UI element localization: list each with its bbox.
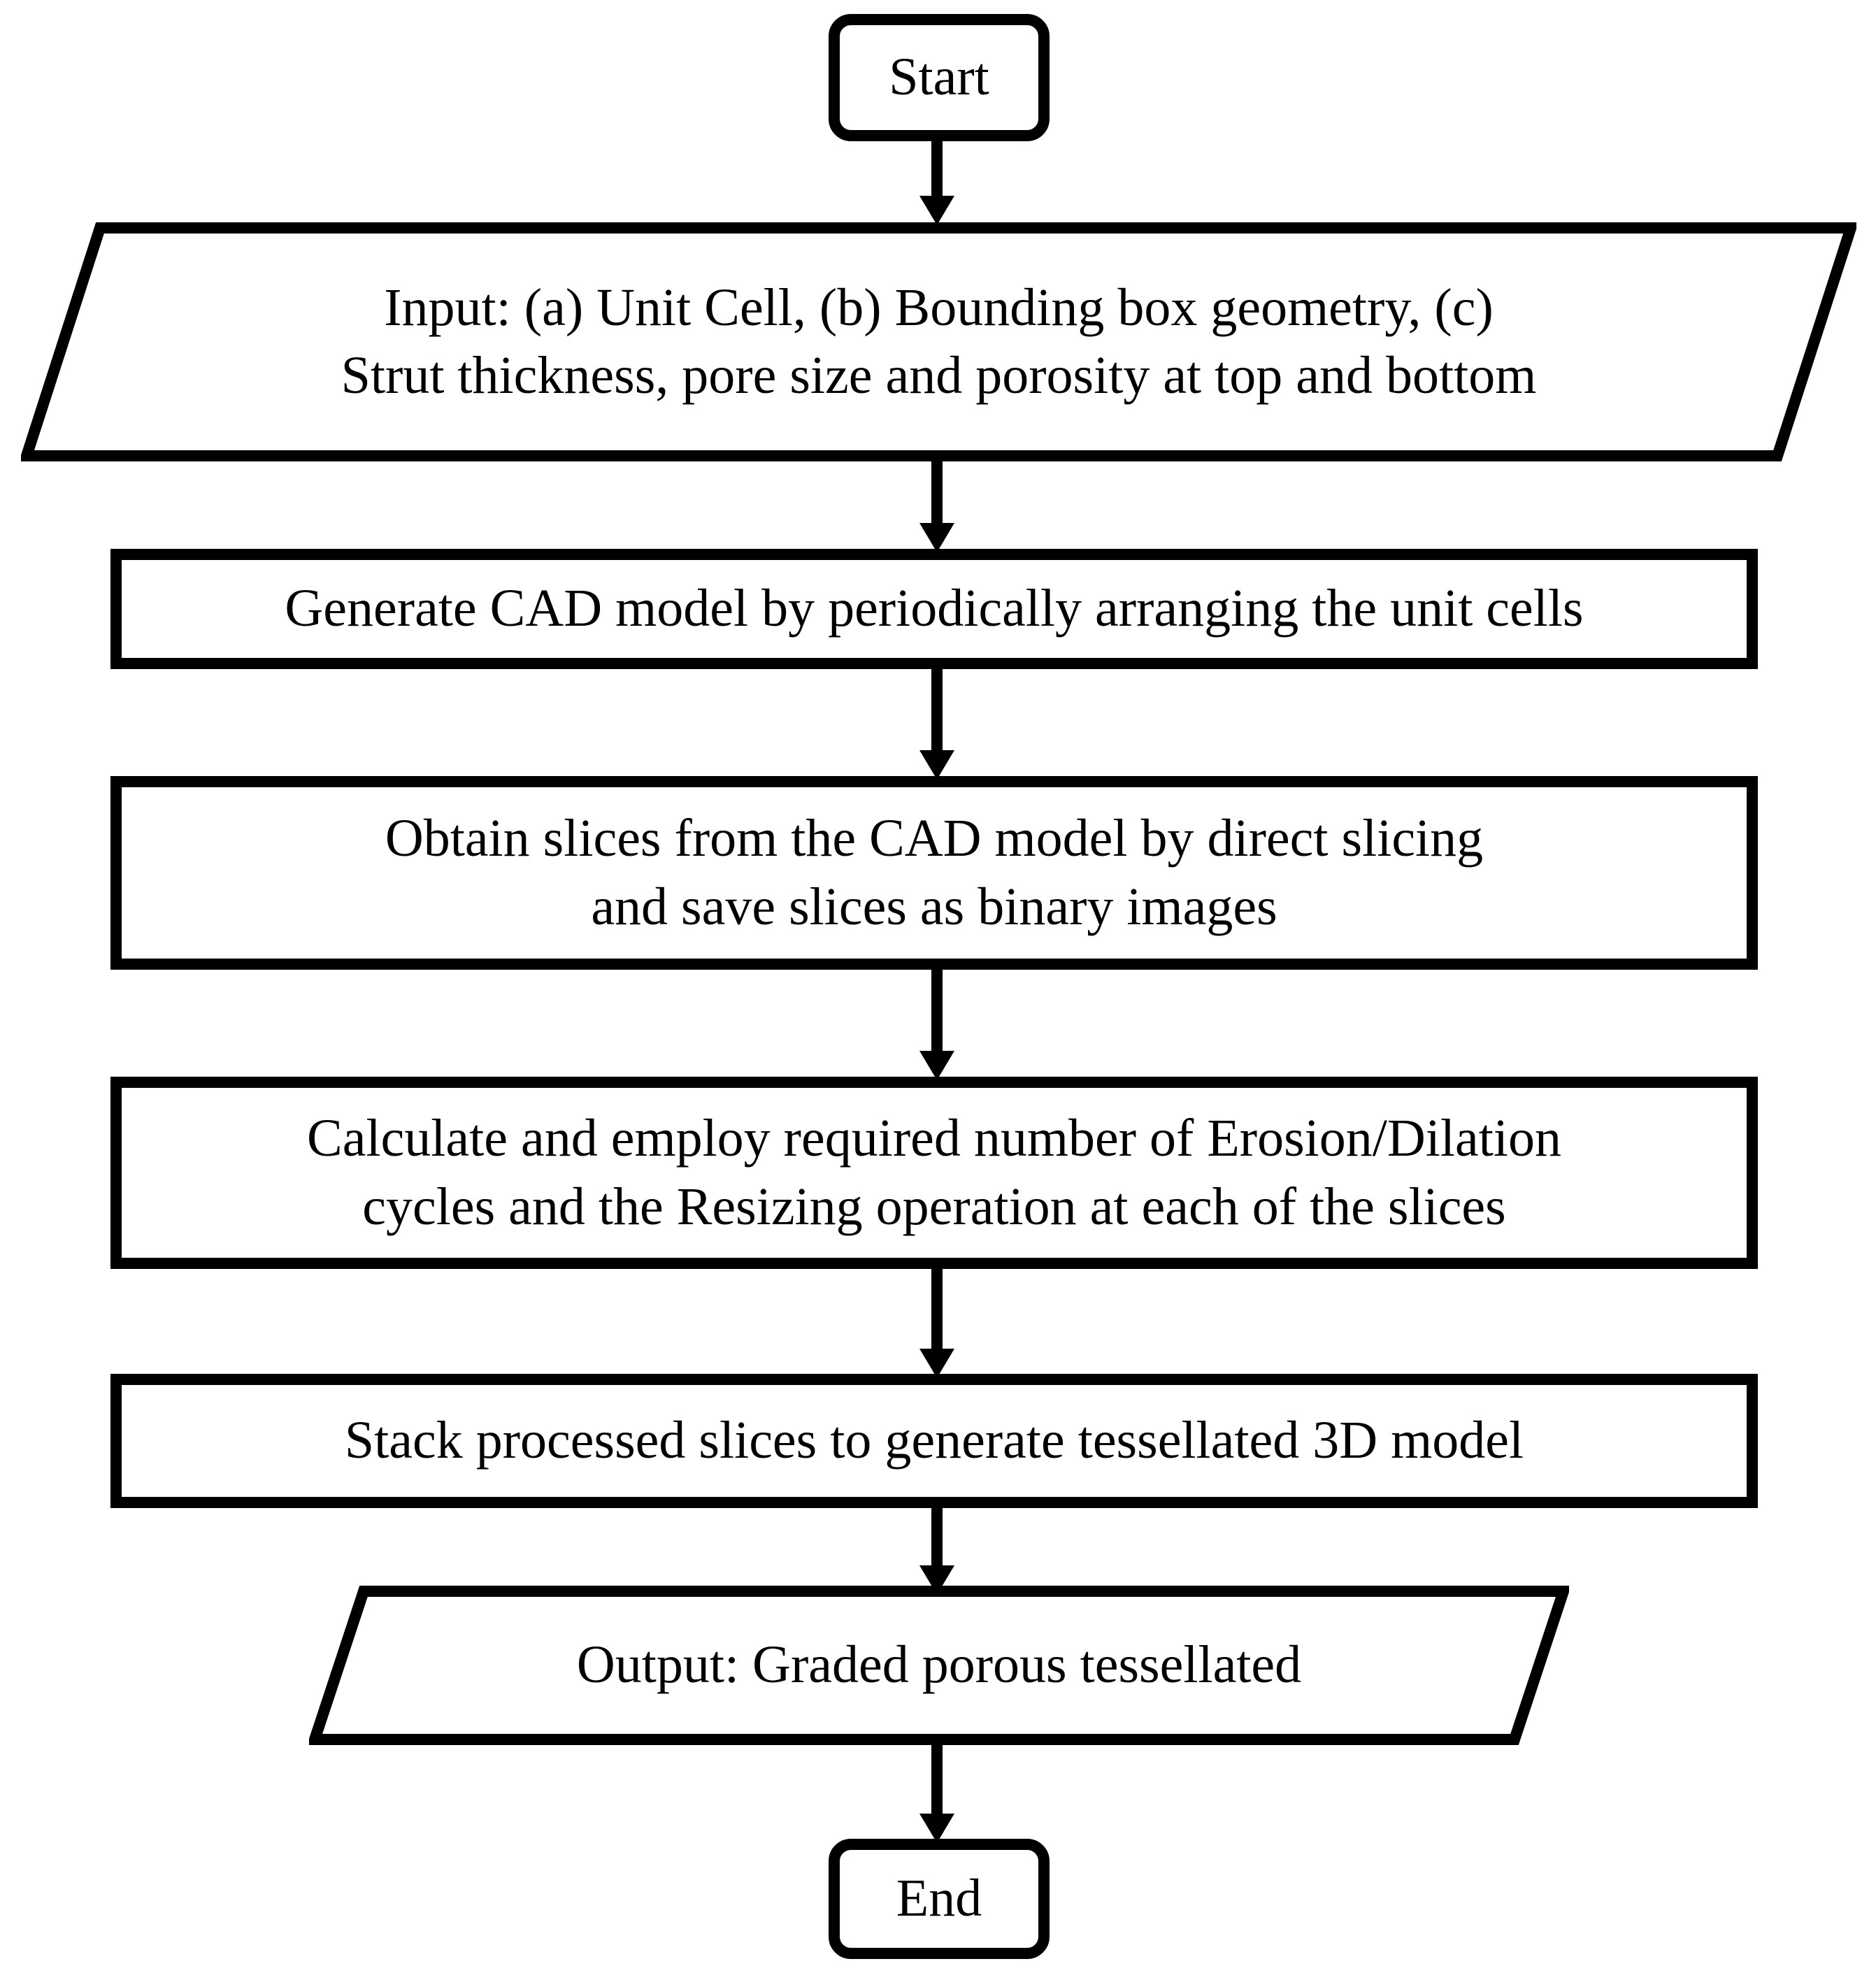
node-step1-label: Generate CAD model by periodically arran…	[285, 579, 1584, 638]
node-step2-label: Obtain slices from the CAD model by dire…	[385, 809, 1484, 936]
connector-step3-to-step4	[917, 1265, 957, 1378]
parallelogram-shape-output	[309, 1586, 1569, 1745]
parallelogram-shape-input	[21, 222, 1856, 461]
node-start[interactable]: Start	[829, 14, 1050, 141]
node-end-label: End	[896, 1869, 982, 1928]
connector-input-to-step1	[917, 454, 957, 552]
node-input-label: Input: (a) Unit Cell, (b) Bounding box g…	[341, 278, 1537, 405]
connector-step2-to-step3	[917, 966, 957, 1080]
node-output[interactable]: Output: Graded porous tessellated	[309, 1586, 1569, 1745]
node-step1[interactable]: Generate CAD model by periodically arran…	[110, 549, 1758, 669]
node-step3[interactable]: Calculate and employ required number of …	[110, 1077, 1758, 1269]
connector-step4-to-output	[917, 1504, 957, 1595]
node-step2[interactable]: Obtain slices from the CAD model by dire…	[110, 776, 1758, 970]
node-end[interactable]: End	[829, 1839, 1050, 1959]
node-step4-label: Stack processed slices to generate tesse…	[344, 1411, 1524, 1470]
connector-output-to-end	[917, 1739, 957, 1843]
node-output-label: Output: Graded porous tessellated	[576, 1635, 1302, 1695]
node-input[interactable]: Input: (a) Unit Cell, (b) Bounding box g…	[21, 222, 1856, 461]
node-step3-label: Calculate and employ required number of …	[307, 1109, 1561, 1236]
node-step4[interactable]: Stack processed slices to generate tesse…	[110, 1374, 1758, 1508]
connector-step1-to-step2	[917, 665, 957, 780]
node-start-label: Start	[889, 48, 989, 107]
connector-start-to-input	[917, 137, 957, 225]
